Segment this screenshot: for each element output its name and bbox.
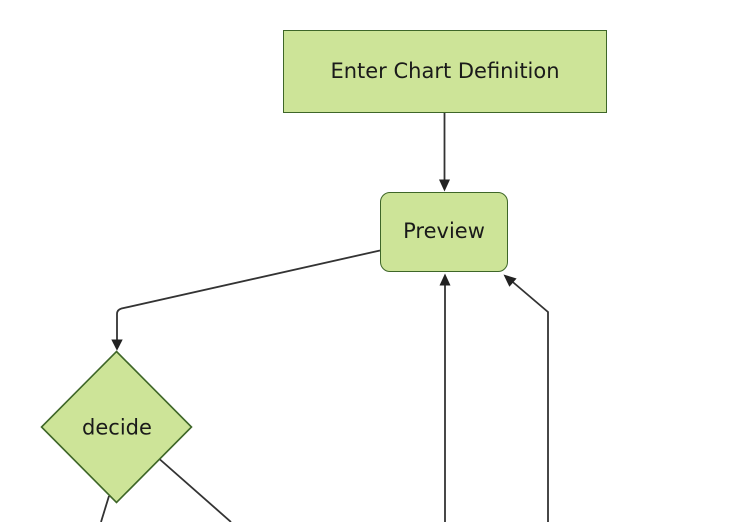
arrowhead-into-decide-top (111, 339, 123, 351)
arrowhead-into-preview-corner (503, 274, 517, 287)
node-preview-label: Preview (403, 219, 485, 244)
edge-decide-to-bottom-left (100, 495, 110, 522)
node-decide-label: decide (82, 415, 152, 440)
edge-preview-to-decide (116, 249, 381, 341)
node-decide-shape (40, 350, 193, 504)
node-preview: Preview (380, 192, 508, 272)
arrowhead-into-preview-top (439, 179, 450, 192)
node-enter-chart-definition: Enter Chart Definition (283, 30, 607, 113)
node-enter-chart-definition-label: Enter Chart Definition (330, 58, 560, 83)
edge-bottom-right-to-preview (510, 279, 549, 522)
arrowhead-into-preview-bottom (439, 273, 451, 286)
edge-decide-to-bottom-right (159, 458, 232, 522)
